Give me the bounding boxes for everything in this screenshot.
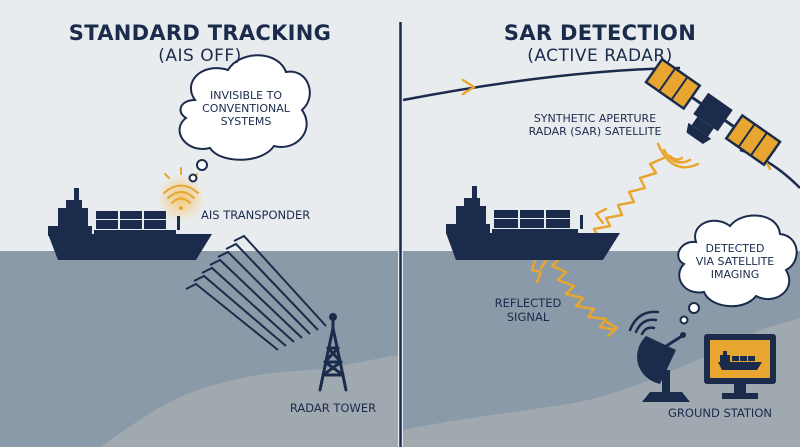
satellite-signal-arcs: [656, 142, 700, 169]
cargo-ship-right: [446, 186, 620, 260]
dish-signal-arcs: [628, 310, 660, 336]
detected-line-1: DETECTED: [705, 242, 765, 255]
radar-tower-label: RADAR TOWER: [289, 401, 377, 415]
ground-station-label: GROUND STATION: [668, 406, 772, 420]
satellite-dish-icon: [637, 332, 690, 402]
radar-tower-icon: [318, 313, 348, 392]
beam-arrow: [594, 207, 608, 225]
satellite-icon: [644, 57, 782, 167]
reflected-signal-label: REFLECTED SIGNAL: [478, 296, 578, 324]
right-coastline: [403, 318, 800, 447]
monitor-icon: [704, 334, 776, 399]
wifi-icon: [163, 167, 199, 210]
invisible-thought-cloud: [178, 54, 311, 183]
radar-beam-down: [583, 155, 667, 242]
cloud-line-3: SYSTEMS: [220, 115, 272, 128]
reflected-line-1: REFLECTED: [494, 296, 562, 310]
detected-line-3: IMAGING: [710, 268, 760, 281]
left-title: STANDARD TRACKING: [68, 21, 332, 45]
left-subtitle: (AIS OFF): [158, 46, 242, 66]
sar-line-1: SYNTHETIC APERTURE: [533, 112, 657, 125]
satellite-orbit: [402, 66, 681, 102]
cloud-line-2: CONVENTIONAL: [202, 102, 290, 115]
reflected-line-2: SIGNAL: [506, 310, 550, 324]
cargo-ship-left: [48, 188, 212, 260]
sar-satellite-label: SYNTHETIC APERTURE RADAR (SAR) SATELLITE: [520, 112, 670, 138]
orbit-direction-arrow: [461, 78, 476, 96]
reflected-beam: [547, 248, 617, 332]
cloud-line-1: INVISIBLE TO: [210, 89, 282, 102]
radar-wave-arcs: [185, 234, 327, 351]
sar-line-2: RADAR (SAR) SATELLITE: [528, 125, 662, 138]
monitor-ship-icon: [718, 351, 762, 370]
invisible-cloud-text: INVISIBLE TO CONVENTIONAL SYSTEMS: [186, 89, 306, 128]
detected-cloud-text: DETECTED VIA SATELLITE IMAGING: [680, 242, 790, 281]
right-title: SAR DETECTION: [503, 21, 697, 45]
reflected-beam-arrow: [605, 320, 619, 338]
right-subtitle: (ACTIVE RADAR): [527, 46, 673, 66]
ais-transponder-label: AIS TRANSPONDER: [201, 208, 311, 222]
detected-thought-cloud: [677, 214, 798, 325]
detected-line-2: VIA SATELLITE: [695, 255, 775, 268]
